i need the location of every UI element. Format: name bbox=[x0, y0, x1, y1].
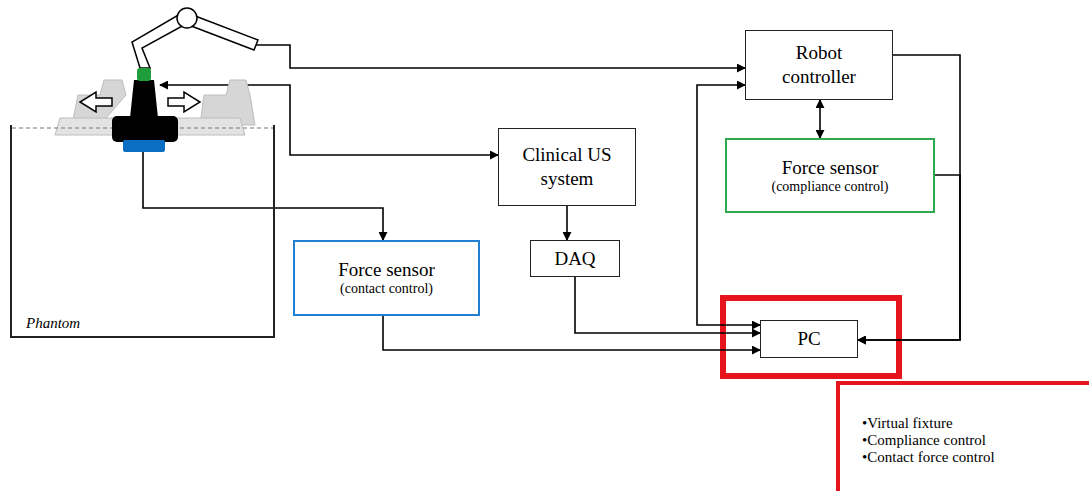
connector-arrow bbox=[566, 206, 568, 240]
sensor-box: Force sensor(contact control) bbox=[293, 240, 480, 316]
callout-box: •Virtual fixture•Compliance control•Cont… bbox=[836, 381, 1089, 491]
process-box: Robot controller bbox=[745, 30, 893, 100]
node-text: Force sensor bbox=[338, 259, 435, 281]
node-text: Force sensor bbox=[782, 157, 879, 179]
node-text: •Virtual fixture bbox=[862, 415, 953, 432]
node-text: PC bbox=[797, 328, 820, 350]
connector-arrow bbox=[819, 100, 821, 138]
node-text: •Compliance control bbox=[862, 432, 986, 449]
connector-arrow bbox=[383, 316, 760, 350]
node-text: Phantom bbox=[26, 315, 80, 332]
node-text: (compliance control) bbox=[771, 179, 888, 195]
process-box: PC bbox=[760, 320, 858, 358]
node-text: (contact control) bbox=[340, 281, 433, 297]
sensor-box: Force sensor(compliance control) bbox=[725, 138, 935, 213]
phantom-region: Phantom bbox=[10, 125, 275, 338]
node-text: DAQ bbox=[554, 248, 595, 270]
process-box: DAQ bbox=[530, 240, 620, 277]
node-text: Clinical US system bbox=[517, 143, 617, 191]
process-box: Clinical US system bbox=[498, 128, 636, 206]
node-text: Robot controller bbox=[764, 41, 874, 89]
connector-arrow bbox=[255, 45, 745, 68]
node-text: •Contact force control bbox=[862, 449, 995, 466]
connector-arrow bbox=[143, 152, 383, 240]
highlight-frame bbox=[723, 298, 899, 376]
